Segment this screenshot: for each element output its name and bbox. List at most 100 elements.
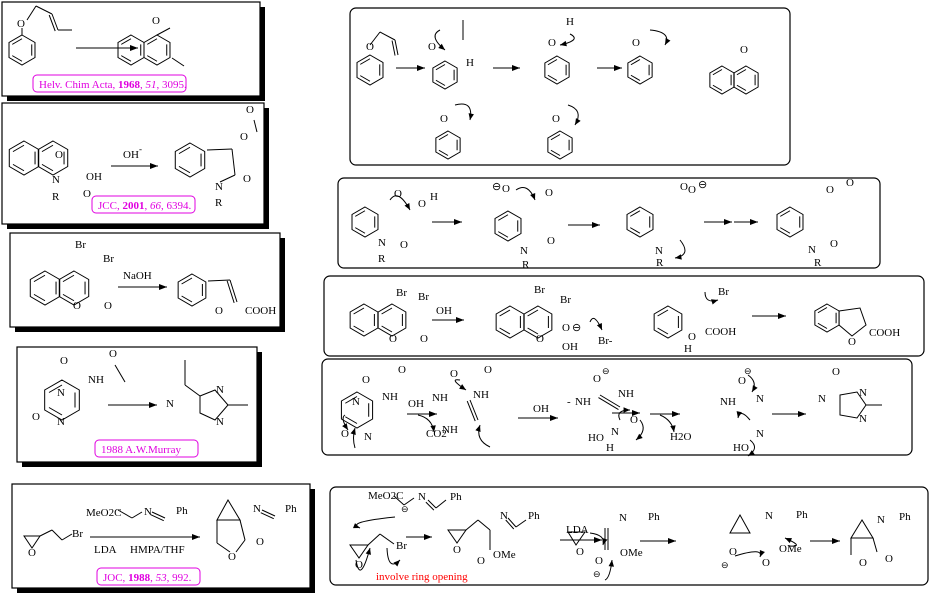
citation-year: 1968 [118, 79, 141, 91]
arrowhead-icon [759, 550, 765, 557]
bond-line [35, 5, 53, 15]
reagent-label: NaOH [123, 270, 152, 282]
citation-year: 2001 [122, 200, 144, 212]
arrowhead-icon [623, 407, 630, 413]
aromatic-bond [547, 59, 558, 66]
scheme-box [321, 358, 913, 456]
aromatic-bond [12, 163, 25, 172]
aromatic-bond [12, 144, 25, 153]
aromatic-bond [355, 210, 366, 217]
charge-label: ⊖ [698, 179, 707, 191]
bond-line [171, 57, 185, 67]
nitrogen-label: N [818, 393, 826, 405]
oxygen-label: O [109, 348, 117, 360]
nitrogen-label: N [418, 491, 426, 503]
amine-label: NH [473, 389, 489, 401]
bond-line [477, 519, 491, 531]
aromatic-bond [630, 74, 641, 81]
phenyl-label: Ph [285, 503, 297, 515]
hydrogen-label: H [430, 191, 438, 203]
citation-post: , 3095. [157, 79, 188, 91]
citation-mid: , [150, 572, 156, 584]
citation: 1988 A.W.Murray [101, 444, 181, 456]
phenyl-label: Ph [648, 511, 660, 523]
epoxide-ring [567, 531, 586, 546]
methoxy-label: OMe [779, 543, 802, 555]
citation: Helv. Chim Acta, 1968, 51, 3095. [39, 79, 187, 91]
epoxide-ring [447, 529, 467, 544]
hydroxyl-label: HO [588, 432, 604, 444]
r-group-label: R [378, 253, 386, 265]
nitrogen-label: N [520, 245, 528, 257]
oxygen-label: O [256, 536, 264, 548]
benzene-ring [377, 303, 407, 337]
aromatic-bond [62, 274, 75, 283]
carboxylic-acid-label: COOH [245, 305, 276, 317]
charge-label: ⊖ [602, 366, 610, 376]
hydrogen-label: H [466, 57, 474, 69]
aromatic-bond [527, 309, 539, 317]
oxygen-label: O [453, 544, 461, 556]
arrowhead-icon [353, 523, 360, 529]
double-bond [466, 400, 476, 422]
bromine-label: Br [103, 253, 114, 265]
oxygen-label: O [826, 184, 834, 196]
oxygen-label: O [632, 37, 640, 49]
oxygen-label: O [536, 333, 544, 345]
cyclopropane-ring [216, 498, 241, 521]
oxygen-label: O [440, 113, 448, 125]
double-bond [598, 397, 619, 411]
arrowhead-icon [350, 428, 356, 435]
arrowhead-icon [668, 538, 676, 544]
bond-line [51, 529, 63, 541]
arrowhead-icon [798, 411, 806, 417]
double-bond [51, 13, 59, 31]
scheme-box [9, 232, 281, 328]
arrowhead-icon [592, 222, 600, 228]
arrowhead-icon [342, 423, 348, 430]
oxygen-label: O [688, 184, 696, 196]
oxygen-label: O [848, 336, 856, 348]
oxygen-label: O [548, 37, 556, 49]
oxygen-label: O [355, 559, 363, 571]
arrowhead-icon [636, 433, 643, 440]
bromine-label: Br [75, 239, 86, 251]
benzene-ring [356, 54, 384, 86]
scheme-box [329, 486, 929, 586]
arrowhead-icon [736, 411, 742, 418]
aromatic-bond [712, 84, 723, 91]
arrowhead-icon [159, 284, 167, 290]
phenyl-label: Ph [796, 509, 808, 521]
citation-post: , 6394. [161, 200, 192, 212]
aromatic-bond [381, 325, 393, 333]
arrowhead-icon [560, 40, 567, 47]
aromatic-bond [147, 38, 158, 45]
methoxy-label: OMe [493, 549, 516, 561]
benzene-ring [44, 379, 80, 421]
nitrogen-label: N [611, 426, 619, 438]
aromatic-bond [438, 134, 449, 141]
amine-label: NH [575, 396, 591, 408]
oxygen-label: O [846, 177, 854, 189]
arrowhead-icon [365, 548, 371, 555]
bond-line [435, 499, 447, 509]
oxygen-label: O [740, 44, 748, 56]
aromatic-bond [353, 307, 365, 315]
arrowhead-icon [430, 425, 436, 432]
citation-year: 1988 [128, 572, 151, 584]
aromatic-bond [630, 227, 641, 234]
bond-line [235, 539, 246, 553]
nitrogen-label: N [352, 396, 360, 408]
citation-post: , 992. [167, 572, 192, 584]
aromatic-bond [147, 55, 158, 62]
aromatic-bond [435, 79, 446, 86]
double-bond [150, 514, 164, 522]
arrowhead-icon [711, 299, 718, 305]
phenyl-label: Ph [176, 505, 188, 517]
bond-line [117, 509, 133, 519]
benzene-ring [547, 130, 573, 160]
oxygen-label: O [400, 239, 408, 251]
oxygen-label: O [729, 546, 737, 558]
arrowhead-icon [602, 538, 608, 545]
